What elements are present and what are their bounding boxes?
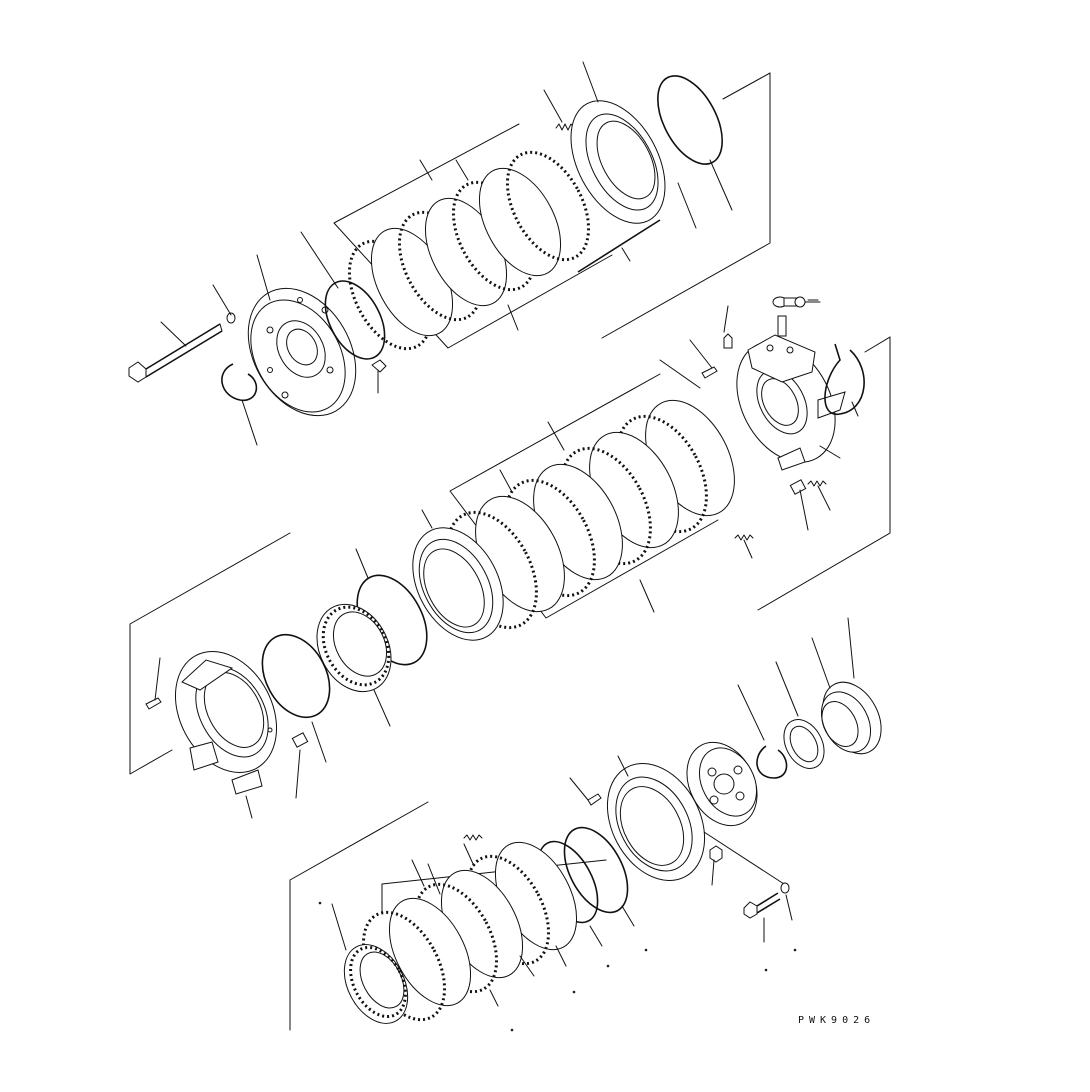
spring-top xyxy=(555,123,575,131)
ring-top xyxy=(657,75,723,165)
valve-plug xyxy=(772,296,821,308)
small-bolt xyxy=(371,359,387,373)
spring-center xyxy=(734,534,754,541)
leader-lines-top xyxy=(160,61,733,446)
plug-right xyxy=(789,479,807,495)
ring-gear xyxy=(316,603,392,693)
bearing-ring xyxy=(783,719,825,769)
seal-ring-lower xyxy=(261,633,331,719)
spring-right xyxy=(807,480,827,487)
set-screw xyxy=(723,333,733,349)
bottom-assembly xyxy=(289,617,882,1032)
small-pin xyxy=(701,366,718,379)
washer-bottom xyxy=(780,882,790,894)
seal-ring-top xyxy=(324,280,386,360)
middle-assembly xyxy=(129,296,891,819)
ring-gear-bottom xyxy=(343,944,409,1024)
piston-mid xyxy=(412,527,504,641)
clutch-plates-bottom xyxy=(361,841,578,1022)
leader-lines-bottom xyxy=(318,617,855,1032)
snap-ring-mid xyxy=(824,343,865,415)
flange-right xyxy=(820,681,882,755)
piston-bottom xyxy=(606,762,706,882)
nut xyxy=(709,845,723,863)
washer xyxy=(226,312,236,324)
valve-body xyxy=(736,315,846,471)
top-assembly xyxy=(128,61,771,446)
long-pin xyxy=(577,219,661,273)
long-bolt xyxy=(128,323,223,383)
carrier xyxy=(686,741,758,827)
piston-top xyxy=(570,100,666,224)
leader-lines-mid xyxy=(154,299,859,819)
cover-housing xyxy=(247,287,357,417)
snap-ring xyxy=(221,363,258,401)
drawing-code: PWK9026 xyxy=(798,1015,876,1026)
dowel-pin-left xyxy=(145,697,162,710)
lower-housing xyxy=(174,651,278,795)
pin-bottom xyxy=(587,793,602,806)
spring-bottom xyxy=(463,834,483,841)
seal-ring-bottom-1 xyxy=(563,826,629,914)
clutch-plates-mid xyxy=(446,399,735,630)
snap-ring-bottom xyxy=(756,745,788,779)
bolt-bottom xyxy=(743,892,781,919)
plug-lower xyxy=(291,732,309,748)
clutch-plates-top xyxy=(347,150,591,351)
